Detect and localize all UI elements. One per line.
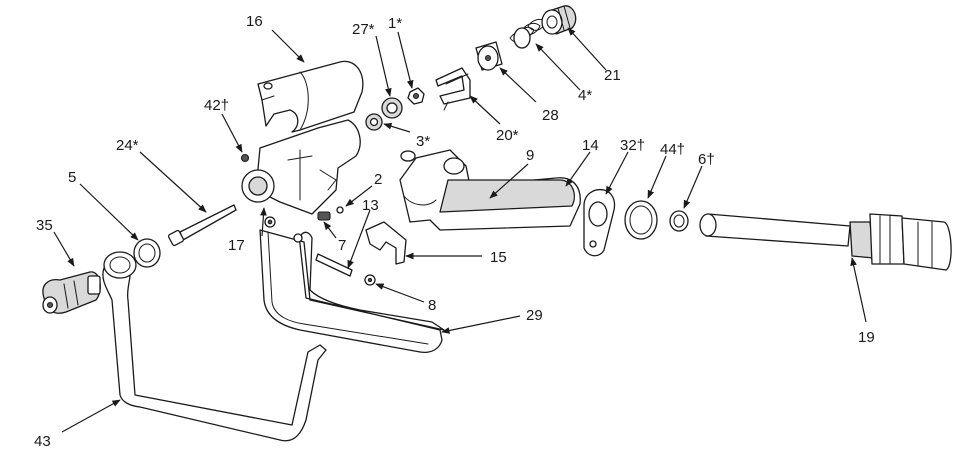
callout-42: 42† bbox=[204, 97, 229, 114]
part-19-valve-shaft bbox=[699, 213, 952, 271]
leader-2 bbox=[345, 185, 373, 207]
leader-24 bbox=[139, 151, 207, 213]
callout-labels: 16 27* 1* 42† 3* 24* 5 35 17 2 13 7 15 8… bbox=[34, 13, 875, 450]
part-16-cover bbox=[257, 60, 364, 133]
callout-7: 7 bbox=[338, 237, 346, 254]
callout-14: 14 bbox=[582, 137, 599, 154]
leader-28 bbox=[499, 67, 537, 103]
callout-35: 35 bbox=[36, 217, 53, 234]
callout-4: 4* bbox=[578, 87, 592, 104]
callout-19: 19 bbox=[858, 329, 875, 346]
leader-14 bbox=[565, 151, 591, 187]
part-5-ring bbox=[133, 238, 161, 268]
part-24-bolt bbox=[167, 204, 237, 247]
leader-7 bbox=[323, 221, 337, 239]
callout-2: 2 bbox=[374, 171, 382, 188]
callout-16: 16 bbox=[246, 13, 263, 30]
part-32-gasket bbox=[583, 188, 616, 257]
leader-43 bbox=[61, 399, 121, 433]
part-8-washer bbox=[364, 274, 376, 286]
leader-29 bbox=[441, 315, 521, 334]
callout-13: 13 bbox=[362, 197, 379, 214]
leader-8 bbox=[375, 283, 425, 303]
callout-29: 29 bbox=[526, 307, 543, 324]
part-44-o-ring bbox=[624, 200, 658, 240]
callout-28: 28 bbox=[542, 107, 559, 124]
part-42-screw bbox=[240, 153, 250, 163]
part-35-fitting bbox=[42, 271, 101, 314]
leader-42 bbox=[221, 113, 243, 153]
part-4-spring bbox=[509, 18, 547, 49]
callout-43: 43 bbox=[34, 433, 51, 450]
leader-lines bbox=[53, 27, 867, 433]
callout-44: 44† bbox=[660, 141, 685, 158]
part-15-clip bbox=[365, 221, 407, 265]
callout-24: 24* bbox=[116, 137, 139, 154]
callout-8: 8 bbox=[428, 297, 436, 314]
callout-1: 1* bbox=[388, 15, 402, 32]
callout-15: 15 bbox=[490, 249, 507, 266]
part-27-bushing bbox=[381, 97, 403, 119]
leader-5 bbox=[79, 183, 139, 241]
part-14-lever bbox=[399, 149, 581, 231]
part-17-hub bbox=[241, 119, 361, 228]
leader-32 bbox=[605, 151, 629, 195]
leader-20 bbox=[469, 95, 501, 125]
leader-13 bbox=[347, 209, 371, 269]
leader-1 bbox=[397, 31, 414, 89]
callout-5: 5 bbox=[68, 169, 76, 186]
callout-9: 9 bbox=[526, 147, 534, 164]
part-29-pedal-arm bbox=[259, 229, 445, 354]
leader-44 bbox=[647, 155, 667, 199]
callout-3: 3* bbox=[416, 133, 430, 150]
part-6-o-ring bbox=[669, 210, 689, 232]
leader-3 bbox=[383, 123, 411, 133]
part-1-nut bbox=[407, 87, 425, 105]
leader-35 bbox=[53, 231, 75, 267]
leader-19 bbox=[850, 257, 867, 323]
callout-17: 17 bbox=[228, 237, 245, 254]
leader-21 bbox=[567, 27, 607, 71]
part-7-spring bbox=[317, 211, 331, 221]
part-13-pin bbox=[315, 253, 353, 277]
part-28-plunger bbox=[475, 41, 503, 71]
callout-21: 21 bbox=[604, 67, 621, 84]
leader-6 bbox=[683, 165, 703, 209]
leader-9 bbox=[489, 163, 529, 199]
part-43-foot-bar bbox=[102, 251, 327, 442]
callout-6: 6† bbox=[698, 151, 715, 168]
part-3-washer bbox=[365, 113, 383, 131]
leader-4 bbox=[535, 43, 581, 91]
callout-32: 32† bbox=[620, 137, 645, 154]
callout-27: 27* bbox=[352, 21, 375, 38]
part-21-cap bbox=[541, 5, 577, 35]
callout-20: 20* bbox=[496, 127, 519, 144]
leader-27 bbox=[375, 35, 392, 97]
part-20-bracket bbox=[435, 67, 471, 111]
leader-16 bbox=[271, 29, 305, 63]
leader-17 bbox=[260, 207, 267, 237]
part-2-pin bbox=[336, 206, 344, 214]
